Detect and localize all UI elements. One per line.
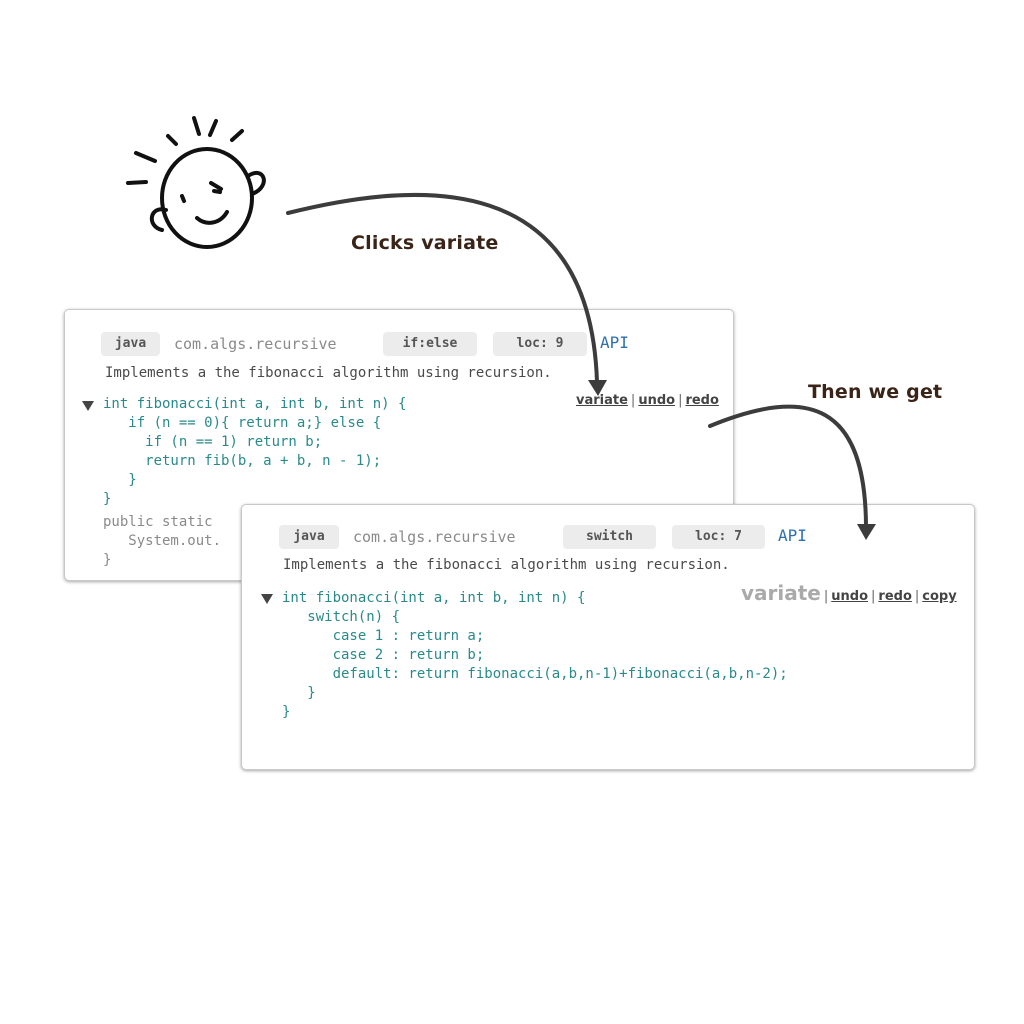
variate-link-disabled: variate: [741, 581, 821, 605]
redo-link[interactable]: redo: [685, 393, 719, 408]
loc-tag: loc: 9: [493, 332, 587, 356]
code-line: }: [103, 491, 112, 507]
construct-tag: if:else: [383, 332, 477, 356]
language-tag: java: [101, 332, 160, 356]
code-line: switch(n) {: [282, 609, 401, 625]
code-line: default: return fibonacci(a,b,n-1)+fibon…: [282, 666, 788, 682]
description: Implements a the fibonacci algorithm usi…: [105, 365, 552, 381]
redo-link[interactable]: redo: [878, 589, 912, 604]
undo-link[interactable]: undo: [831, 589, 869, 604]
code-card-variated: java com.algs.recursive switch loc: 7 AP…: [241, 504, 975, 770]
code-line: return fib(b, a + b, n - 1);: [103, 453, 382, 469]
copy-link[interactable]: copy: [922, 589, 957, 604]
triangle-down-icon[interactable]: [261, 594, 273, 604]
annotation-then-we-get: Then we get: [808, 381, 943, 403]
code-line: }: [103, 472, 137, 488]
code-line: }: [103, 552, 112, 568]
code-line: if (n == 0){ return a;} else {: [103, 415, 382, 431]
undo-link[interactable]: undo: [638, 393, 676, 408]
code-line: case 2 : return b;: [282, 647, 485, 663]
package-name: com.algs.recursive: [353, 528, 516, 546]
variate-link[interactable]: variate: [576, 393, 628, 408]
loc-tag: loc: 7: [672, 525, 765, 549]
annotation-clicks-variate: Clicks variate: [351, 232, 499, 254]
triangle-down-icon[interactable]: [82, 401, 94, 411]
code-line: if (n == 1) return b;: [103, 434, 323, 450]
description: Implements a the fibonacci algorithm usi…: [283, 557, 730, 573]
code-line: System.out.: [103, 533, 222, 549]
code-line: }: [282, 685, 316, 701]
actions-bar: variate|undo|redo|copy: [741, 581, 957, 605]
code-line: }: [282, 704, 291, 720]
language-tag: java: [279, 525, 339, 549]
code-line: int fibonacci(int a, int b, int n) {: [103, 396, 407, 412]
api-link[interactable]: API: [778, 526, 807, 545]
code-line: public static: [103, 514, 213, 530]
package-name: com.algs.recursive: [174, 335, 337, 353]
code-line: int fibonacci(int a, int b, int n) {: [282, 590, 586, 606]
api-link[interactable]: API: [600, 333, 629, 352]
construct-tag: switch: [563, 525, 656, 549]
code-line: case 1 : return a;: [282, 628, 485, 644]
actions-bar: variate|undo|redo: [576, 393, 719, 408]
